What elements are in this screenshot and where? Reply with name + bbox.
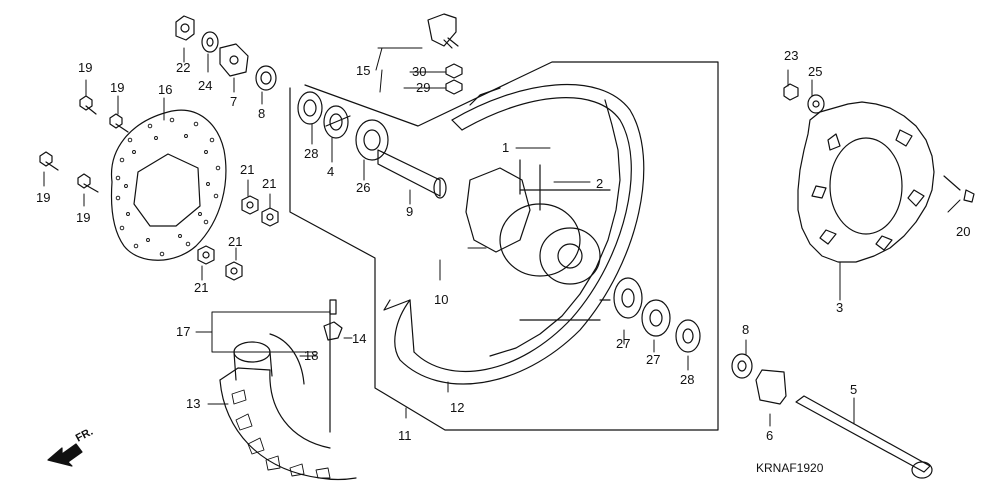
callout-10: 10 — [434, 292, 448, 307]
disc-bolts-drawing — [39, 95, 129, 193]
callout-19-a: 19 — [78, 60, 92, 75]
callout-26: 26 — [356, 180, 370, 195]
callout-9: 9 — [406, 204, 413, 219]
callout-29: 29 — [416, 80, 430, 95]
callout-28-a: 28 — [304, 146, 318, 161]
valve-parts-drawing — [427, 13, 463, 95]
leader-lines — [43, 47, 961, 427]
brake-disc-drawing — [110, 109, 227, 261]
callout-11: 11 — [398, 428, 412, 443]
callout-27-b: 27 — [646, 352, 660, 367]
callout-19-b: 19 — [110, 80, 124, 95]
callout-22: 22 — [176, 60, 190, 75]
callout-1: 1 — [502, 140, 509, 155]
callout-24: 24 — [198, 78, 212, 93]
callout-8-lower: 8 — [742, 322, 749, 337]
sprocket-bolt-drawing — [943, 175, 975, 203]
callout-17: 17 — [176, 324, 190, 339]
wheel-hub-drawing — [465, 159, 611, 321]
front-direction-arrow-icon — [47, 443, 83, 467]
diagram-code: KRNAF1920 — [756, 461, 824, 475]
tube-drawing — [233, 309, 331, 433]
callout-20: 20 — [956, 224, 970, 239]
callout-14: 14 — [352, 331, 366, 346]
callout-28-b: 28 — [680, 372, 694, 387]
callout-19-c: 19 — [36, 190, 50, 205]
front-direction-label: FR. — [74, 426, 95, 445]
callout-18: 18 — [304, 348, 318, 363]
callout-25: 25 — [808, 64, 822, 79]
callout-5: 5 — [850, 382, 857, 397]
lower-collar-adjuster-drawing — [731, 353, 787, 405]
callout-23: 23 — [784, 48, 798, 63]
sprocket-nut-washer-drawing — [783, 83, 825, 114]
callout-12: 12 — [450, 400, 464, 415]
upper-small-parts-drawing — [175, 15, 277, 91]
callout-16: 16 — [158, 82, 172, 97]
callout-4: 4 — [327, 164, 334, 179]
assembly-bracket-outline — [289, 61, 719, 431]
tire-drawing — [219, 367, 357, 481]
distance-collar-drawing — [377, 149, 447, 199]
callout-13: 13 — [186, 396, 200, 411]
callout-27-a: 27 — [616, 336, 630, 351]
callout-21-b: 21 — [262, 176, 276, 191]
callout-15: 15 — [356, 63, 370, 78]
callout-2: 2 — [596, 176, 603, 191]
sprocket-drawing — [797, 101, 935, 263]
left-bearings-drawing — [297, 91, 389, 161]
callout-21-a: 21 — [240, 162, 254, 177]
callout-3: 3 — [836, 300, 843, 315]
callout-6: 6 — [766, 428, 773, 443]
callout-21-c: 21 — [228, 234, 242, 249]
right-bearings-drawing — [613, 277, 701, 353]
callout-30: 30 — [412, 64, 426, 79]
callout-19-d: 19 — [76, 210, 90, 225]
rim-band-drawing — [323, 299, 343, 341]
axle-drawing — [795, 395, 933, 479]
callout-21-d: 21 — [194, 280, 208, 295]
callout-8-upper: 8 — [258, 106, 265, 121]
callout-7: 7 — [230, 94, 237, 109]
wheel-rim-drawing — [383, 84, 645, 385]
